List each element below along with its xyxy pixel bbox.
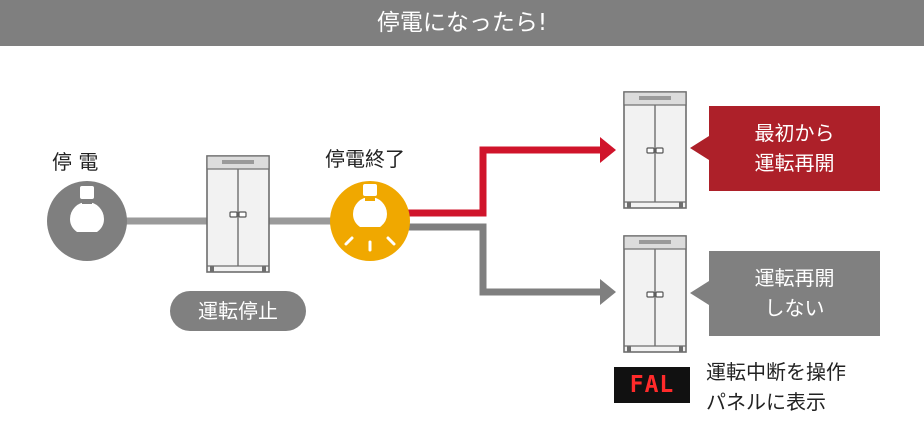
callout-restart-box xyxy=(690,106,880,191)
callout-no-restart-line-1: 運転再開 xyxy=(754,266,835,290)
refrigerator-icon xyxy=(206,155,270,273)
callout-restart-line-1: 最初から xyxy=(754,121,835,145)
refrigerator-restart-icon xyxy=(623,91,687,209)
arrow-restart xyxy=(405,146,603,217)
display-note-line-1: 運転中断を操作 xyxy=(706,360,846,384)
callout-no-restart: 運転再開 しない xyxy=(709,263,880,323)
refrigerator-stopped-icon xyxy=(623,235,687,353)
stopped-badge-label: 運転停止 xyxy=(198,299,278,323)
callout-no-restart-line-2: しない xyxy=(764,296,825,320)
arrow-restart-head xyxy=(600,137,616,163)
bulb-off-icon xyxy=(47,181,127,261)
arrow-no-restart-head xyxy=(600,279,616,305)
header-banner: 停電になったら! xyxy=(0,0,924,46)
display-note-line-2: パネルに表示 xyxy=(706,390,826,414)
callout-no-restart-box xyxy=(690,251,880,336)
bulb-on-icon xyxy=(330,181,410,261)
header-title: 停電になったら! xyxy=(376,10,548,36)
callout-restart: 最初から 運転再開 xyxy=(709,118,880,178)
arrow-no-restart xyxy=(405,223,603,296)
error-code: FAL xyxy=(629,372,675,398)
outage-label: 停 電 xyxy=(52,150,99,174)
outage-end-label: 停電終了 xyxy=(325,147,405,171)
error-display: FAL xyxy=(614,367,690,403)
stopped-badge: 運転停止 xyxy=(170,291,306,331)
callout-restart-line-2: 運転再開 xyxy=(754,151,835,175)
